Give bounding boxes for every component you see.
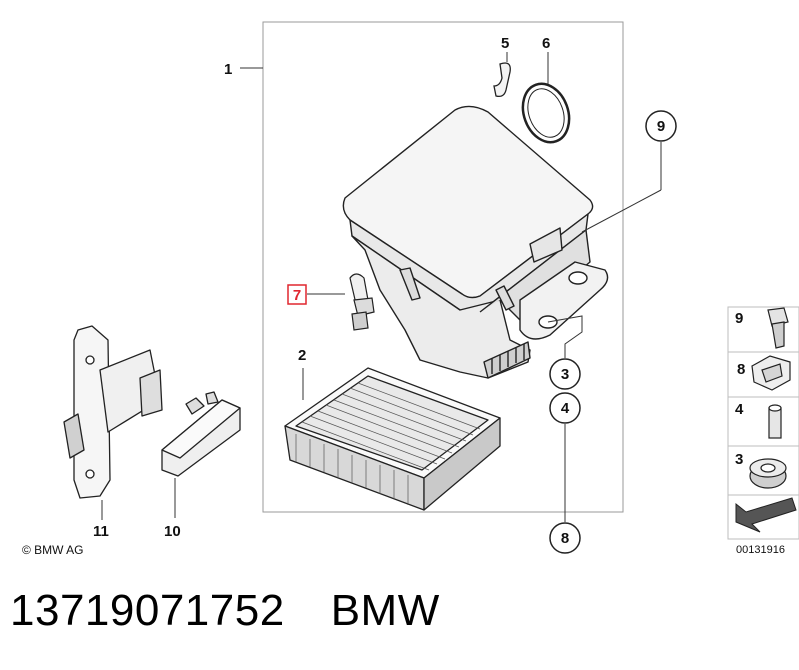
callout-9[interactable]: 9 <box>657 118 665 135</box>
connector-part-7[interactable] <box>349 273 375 331</box>
callout-6[interactable]: 6 <box>542 35 550 52</box>
bolt-icon <box>767 307 789 349</box>
clip-nut-icon <box>751 355 791 391</box>
callout-7[interactable]: 7 <box>293 287 301 304</box>
callout-10[interactable]: 10 <box>164 523 181 540</box>
legend-label-4: 4 <box>735 401 744 418</box>
callout-3[interactable]: 3 <box>561 366 569 383</box>
callout-5[interactable]: 5 <box>501 35 509 52</box>
parts-legend: 9 8 4 3 <box>727 306 799 540</box>
clip-part-5[interactable] <box>493 62 511 98</box>
legend-code: 00131916 <box>736 544 785 556</box>
callout-1[interactable]: 1 <box>224 61 232 78</box>
air-filter-housing[interactable] <box>342 105 609 379</box>
filter-pleats <box>295 382 481 505</box>
bracket-part-11[interactable] <box>63 325 163 499</box>
legend-label-3: 3 <box>735 451 743 468</box>
callout-circle-9[interactable] <box>645 110 677 142</box>
arrow-icon <box>735 497 797 533</box>
callout-circle-8[interactable] <box>549 522 581 554</box>
legend-label-9: 9 <box>735 310 743 327</box>
brand-name: BMW <box>330 586 440 635</box>
callout-circle-4[interactable] <box>549 392 581 424</box>
grommet-icon <box>749 458 787 489</box>
callout-2[interactable]: 2 <box>298 347 306 364</box>
parts-diagram: 1 5 6 9 <box>22 21 799 557</box>
callout-4[interactable]: 4 <box>561 400 570 417</box>
assembly-frame <box>262 21 624 513</box>
callout-7-highlight[interactable] <box>287 284 307 305</box>
seal-ring-part-6[interactable] <box>515 77 577 148</box>
legend-label-8: 8 <box>737 361 745 378</box>
part-number-caption: 13719071752 BMW <box>10 586 440 646</box>
callout-8[interactable]: 8 <box>561 530 569 547</box>
copyright-text: © BMW AG <box>22 543 84 557</box>
part-number: 13719071752 <box>10 586 285 635</box>
callout-circle-3[interactable] <box>549 358 581 390</box>
sleeve-icon <box>768 404 782 439</box>
pad-part-10[interactable] <box>161 391 241 477</box>
callout-11[interactable]: 11 <box>93 523 109 540</box>
